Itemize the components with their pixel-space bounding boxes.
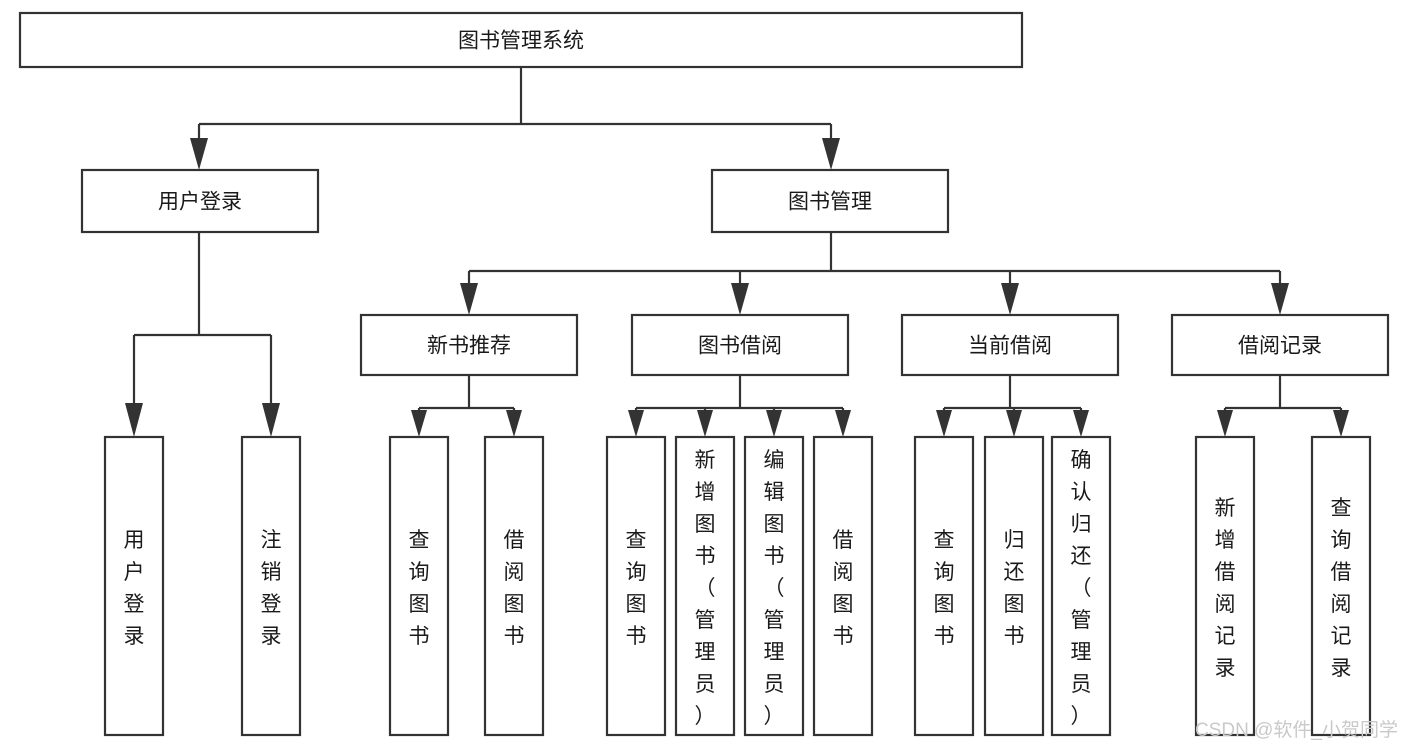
node-leaf-add-record[interactable]: 新增借阅记录 xyxy=(1194,435,1256,737)
node-leaf-add-record-box[interactable] xyxy=(1194,435,1256,737)
node-leaf-query-book-1[interactable]: 查询图书 xyxy=(388,435,450,737)
node-leaf-confirm-return-label: 确认归还（管理员） xyxy=(1071,449,1092,728)
csdn-watermark: CSDN @软件_小贺同学 xyxy=(1195,719,1398,741)
node-leaf-add-book-label: 新增图书（管理员） xyxy=(695,449,716,728)
node-leaf-edit-book[interactable]: 编辑图书（管理员） xyxy=(743,435,805,737)
node-leaf-add-book-box[interactable] xyxy=(674,435,736,737)
arrow-head-leaf-user-login xyxy=(125,403,143,437)
node-user-login-label: 用户登录 xyxy=(158,191,242,214)
node-leaf-borrow-book-2-box[interactable] xyxy=(812,435,874,737)
arrow-head-leaf-query-book-2 xyxy=(628,410,644,437)
node-leaf-query-record-label: 查询借阅记录 xyxy=(1331,497,1352,680)
node-user-login-box[interactable] xyxy=(80,168,320,234)
arrow-head-leaf-query-book-3 xyxy=(936,410,952,437)
node-leaf-query-book-3-label: 查询图书 xyxy=(934,529,955,648)
node-leaf-logout-login[interactable]: 注销登录 xyxy=(240,435,302,737)
node-leaf-borrow-book-1-box[interactable] xyxy=(483,435,545,737)
node-book-borrow-box[interactable] xyxy=(630,313,850,377)
node-leaf-query-book-2-box[interactable] xyxy=(605,435,667,737)
node-leaf-logout-login-label: 注销登录 xyxy=(261,529,282,648)
node-leaf-query-record[interactable]: 查询借阅记录 xyxy=(1310,435,1372,737)
node-leaf-return-book-box[interactable] xyxy=(983,435,1045,737)
node-leaf-add-book[interactable]: 新增图书（管理员） xyxy=(674,435,736,737)
node-new-book-rec-box[interactable] xyxy=(359,313,579,377)
node-leaf-borrow-book-2-label: 借阅图书 xyxy=(833,529,854,648)
node-borrow-record[interactable]: 借阅记录 xyxy=(1170,313,1390,377)
node-leaf-user-login-label: 用户登录 xyxy=(124,529,145,648)
connector-layer xyxy=(125,67,1349,437)
node-leaf-edit-book-label: 编辑图书（管理员） xyxy=(764,449,785,728)
node-user-login[interactable]: 用户登录 xyxy=(80,168,320,234)
node-book-manage[interactable]: 图书管理 xyxy=(710,168,950,234)
arrow-head-leaf-logout-login xyxy=(262,403,280,437)
node-leaf-borrow-book-2[interactable]: 借阅图书 xyxy=(812,435,874,737)
node-book-borrow[interactable]: 图书借阅 xyxy=(630,313,850,377)
node-leaf-query-book-1-box[interactable] xyxy=(388,435,450,737)
node-leaf-query-book-2-label: 查询图书 xyxy=(626,529,647,648)
node-leaf-user-login[interactable]: 用户登录 xyxy=(103,435,165,737)
arrow-head-leaf-confirm-return xyxy=(1073,410,1089,437)
arrow-head-book-manage xyxy=(822,138,840,170)
node-leaf-query-book-2[interactable]: 查询图书 xyxy=(605,435,667,737)
node-leaf-confirm-return[interactable]: 确认归还（管理员） xyxy=(1050,435,1112,737)
node-leaf-borrow-book-1[interactable]: 借阅图书 xyxy=(483,435,545,737)
node-leaf-add-record-label: 新增借阅记录 xyxy=(1215,497,1236,680)
node-leaf-return-book-label: 归还图书 xyxy=(1004,529,1025,648)
arrow-head-leaf-borrow-book-1 xyxy=(506,410,522,437)
node-root[interactable]: 图书管理系统 xyxy=(18,11,1024,69)
node-leaf-query-record-box[interactable] xyxy=(1310,435,1372,737)
arrow-head-user-login xyxy=(190,138,208,170)
node-leaf-query-book-3-box[interactable] xyxy=(913,435,975,737)
arrow-head-leaf-add-record xyxy=(1217,410,1233,437)
arrow-head-leaf-query-record xyxy=(1333,410,1349,437)
node-current-borrow-label: 当前借阅 xyxy=(968,335,1052,358)
node-leaf-borrow-book-1-label: 借阅图书 xyxy=(504,529,525,648)
arrow-head-leaf-return-book xyxy=(1006,410,1022,437)
node-root-label: 图书管理系统 xyxy=(458,30,584,53)
node-current-borrow[interactable]: 当前借阅 xyxy=(900,313,1120,377)
node-new-book-rec-label: 新书推荐 xyxy=(427,335,511,358)
node-borrow-record-box[interactable] xyxy=(1170,313,1390,377)
node-current-borrow-box[interactable] xyxy=(900,313,1120,377)
node-borrow-record-label: 借阅记录 xyxy=(1238,335,1322,358)
arrow-head-new-book-rec xyxy=(460,283,478,315)
arrow-head-leaf-add-book xyxy=(697,410,713,437)
arrow-head-book-borrow xyxy=(731,283,749,315)
node-leaf-edit-book-box[interactable] xyxy=(743,435,805,737)
node-book-borrow-label: 图书借阅 xyxy=(698,335,782,358)
node-root-box[interactable] xyxy=(18,11,1024,69)
node-leaf-logout-login-box[interactable] xyxy=(240,435,302,737)
node-leaf-return-book[interactable]: 归还图书 xyxy=(983,435,1045,737)
arrow-head-leaf-query-book-1 xyxy=(411,410,427,437)
node-book-manage-label: 图书管理 xyxy=(788,191,872,214)
arrow-head-leaf-edit-book xyxy=(766,410,782,437)
node-leaf-user-login-box[interactable] xyxy=(103,435,165,737)
arrow-head-borrow-record xyxy=(1271,283,1289,315)
arrow-head-current-borrow xyxy=(1001,283,1019,315)
arrow-head-leaf-borrow-book-2 xyxy=(835,410,851,437)
node-book-manage-box[interactable] xyxy=(710,168,950,234)
node-leaf-confirm-return-box[interactable] xyxy=(1050,435,1112,737)
node-leaf-query-book-3[interactable]: 查询图书 xyxy=(913,435,975,737)
node-leaf-query-book-1-label: 查询图书 xyxy=(409,529,430,648)
node-new-book-rec[interactable]: 新书推荐 xyxy=(359,313,579,377)
